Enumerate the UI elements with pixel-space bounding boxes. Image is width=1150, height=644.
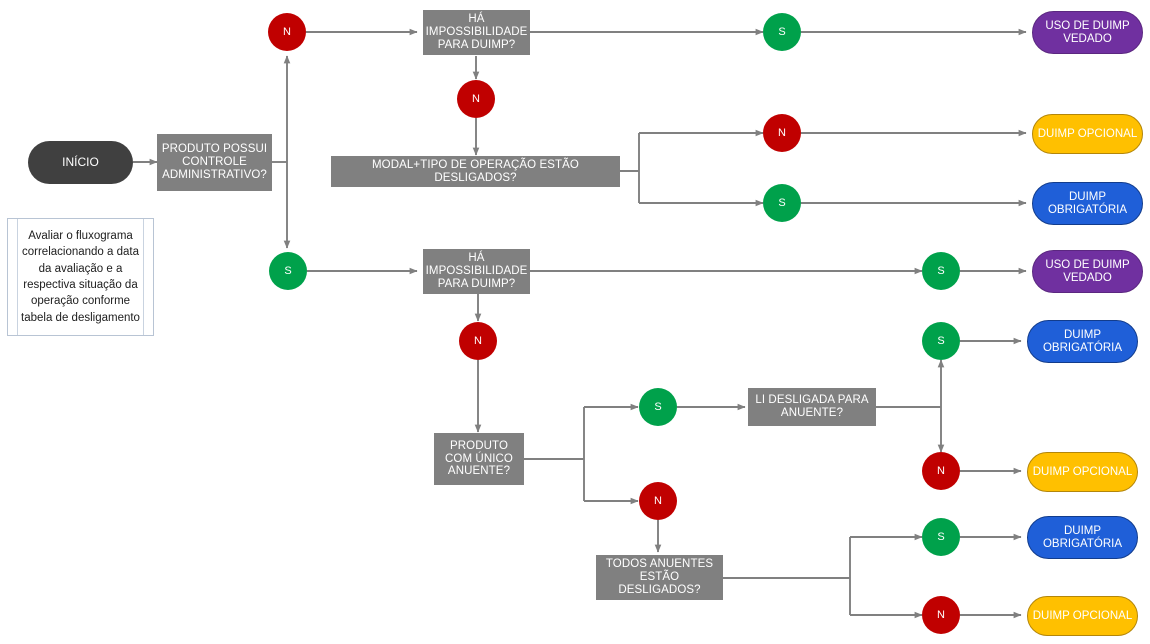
outcome-duimp-obrigatoria-1[interactable]: DUIMP OBRIGATÓRIA — [1032, 182, 1143, 225]
box-todos-anuentes-estao-desligados[interactable]: TODOS ANUENTES ESTÃO DESLIGADOS? — [596, 555, 723, 600]
start-node[interactable]: INÍCIO — [28, 141, 133, 184]
decision-circle-yes-modal-tipo[interactable]: S — [763, 184, 801, 222]
decision-circle-no-todos-anuentes[interactable]: N — [922, 596, 960, 634]
outcome-duimp-opcional-1[interactable]: DUIMP OPCIONAL — [1032, 114, 1143, 154]
outcome-uso-de-duimp-vedado-2[interactable]: USO DE DUIMP VEDADO — [1032, 250, 1143, 293]
outcome-duimp-opcional-2[interactable]: DUIMP OPCIONAL — [1027, 452, 1138, 492]
decision-circle-no-unico-anuente[interactable]: N — [639, 482, 677, 520]
box-ha-impossibilidade-duimp-1[interactable]: HÁ IMPOSSIBILIDADE PARA DUIMP? — [423, 10, 530, 55]
decision-circle-yes-todos-anuentes[interactable]: S — [922, 518, 960, 556]
box-li-desligada-para-anuente[interactable]: LI DESLIGADA PARA ANUENTE? — [748, 388, 876, 426]
outcome-duimp-opcional-3[interactable]: DUIMP OPCIONAL — [1027, 596, 1138, 636]
note-right-rail — [143, 219, 153, 335]
outcome-duimp-obrigatoria-3[interactable]: DUIMP OBRIGATÓRIA — [1027, 516, 1138, 559]
decision-circle-no-produto-controle[interactable]: N — [268, 13, 306, 51]
decision-circle-yes-produto-controle[interactable]: S — [269, 252, 307, 290]
note-text: Avaliar o fluxograma correlacionando a d… — [21, 230, 140, 324]
box-produto-controle-administrativo[interactable]: PRODUTO POSSUI CONTROLE ADMINISTRATIVO? — [157, 134, 272, 191]
decision-circle-yes-ha-impossibilidade-2[interactable]: S — [922, 252, 960, 290]
decision-circle-no-ha-impossibilidade-2[interactable]: N — [459, 322, 497, 360]
outcome-duimp-obrigatoria-2[interactable]: DUIMP OBRIGATÓRIA — [1027, 320, 1138, 363]
decision-circle-yes-li-desligada[interactable]: S — [922, 322, 960, 360]
box-ha-impossibilidade-duimp-2[interactable]: HÁ IMPOSSIBILIDADE PARA DUIMP? — [423, 249, 530, 294]
box-produto-com-unico-anuente[interactable]: PRODUTO COM ÚNICO ANUENTE? — [434, 433, 524, 485]
decision-circle-no-modal-tipo[interactable]: N — [763, 114, 801, 152]
decision-circle-no-li-desligada[interactable]: N — [922, 452, 960, 490]
box-modal-tipo-operacao-desligados[interactable]: MODAL+TIPO DE OPERAÇÃO ESTÃO DESLIGADOS? — [331, 156, 620, 187]
note-left-rail — [8, 219, 18, 335]
decision-circle-no-ha-impossibilidade-1[interactable]: N — [457, 80, 495, 118]
legend-note: Avaliar o fluxograma correlacionando a d… — [7, 218, 154, 336]
decision-circle-yes-unico-anuente[interactable]: S — [639, 388, 677, 426]
decision-circle-yes-ha-impossibilidade-1[interactable]: S — [763, 13, 801, 51]
outcome-uso-de-duimp-vedado-1[interactable]: USO DE DUIMP VEDADO — [1032, 11, 1143, 54]
